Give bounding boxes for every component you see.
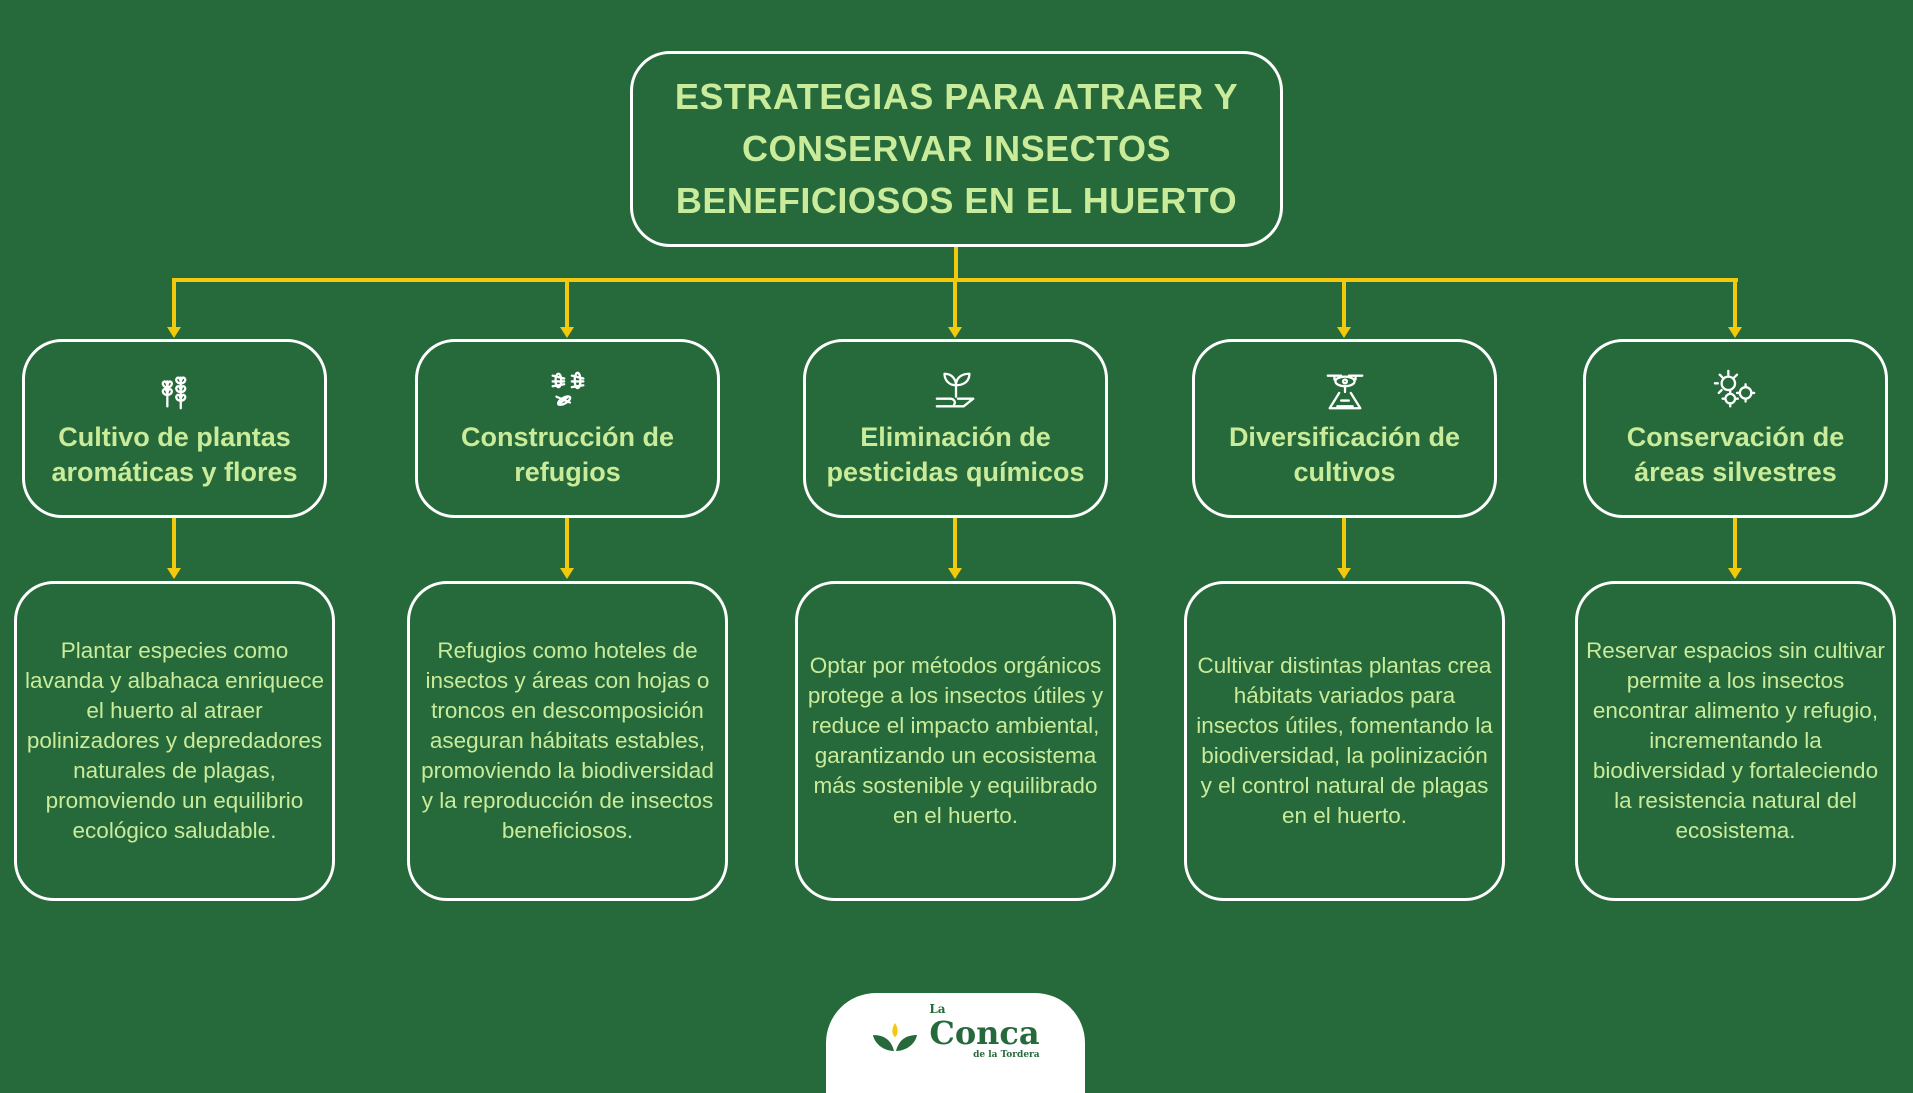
connector-down bbox=[565, 518, 569, 570]
arrow-head bbox=[167, 568, 181, 579]
strategy-description: Optar por métodos orgánicos protege a lo… bbox=[807, 653, 1104, 828]
strategy-description: Refugios como hoteles de insectos y área… bbox=[421, 638, 714, 843]
connector-down bbox=[172, 518, 176, 570]
logo-main-text: Conca bbox=[929, 1014, 1040, 1052]
strategy-heading-box: Cultivo de plantas aromáticas y flores bbox=[22, 339, 327, 518]
arrow-head bbox=[167, 327, 181, 338]
strategy-heading-box: Diversificación de cultivos bbox=[1192, 339, 1497, 518]
strategy-heading-box: Conservación de áreas silvestres bbox=[1583, 339, 1888, 518]
arrow-head bbox=[1337, 327, 1351, 338]
connector-down bbox=[953, 518, 957, 570]
strategy-heading: Eliminación de pesticidas químicos bbox=[826, 421, 1085, 487]
logo-wordmark: La Conca de la Tordera bbox=[929, 1003, 1039, 1061]
la-conca-logo: La Conca de la Tordera bbox=[826, 993, 1085, 1093]
strategy-heading: Diversificación de cultivos bbox=[1228, 421, 1461, 487]
main-title-box: ESTRATEGIAS PARA ATRAER Y CONSERVAR INSE… bbox=[630, 51, 1283, 247]
arrow-head bbox=[948, 327, 962, 338]
strategy-heading-box: Eliminación de pesticidas químicos bbox=[803, 339, 1108, 518]
herb-plants-icon bbox=[161, 375, 186, 409]
strategy-heading: Conservación de áreas silvestres bbox=[1626, 421, 1845, 487]
strategy-description: Plantar especies como lavanda y albahaca… bbox=[25, 638, 324, 843]
logo-top-text: La bbox=[929, 1002, 946, 1016]
connector-drop bbox=[172, 280, 176, 328]
connector-drop bbox=[1342, 280, 1346, 328]
leaf-sprout-icon bbox=[873, 1023, 918, 1051]
strategy-heading: Cultivo de plantas aromáticas y flores bbox=[51, 421, 298, 487]
strategy-heading: Construcción de refugios bbox=[460, 421, 675, 487]
main-title: ESTRATEGIAS PARA ATRAER Y CONSERVAR INSE… bbox=[674, 76, 1239, 221]
strategy-description-box: Optar por métodos orgánicos protege a lo… bbox=[795, 581, 1116, 901]
strategy-description-box: Cultivar distintas plantas crea hábitats… bbox=[1184, 581, 1505, 901]
arrow-head bbox=[1728, 568, 1742, 579]
sun-gears-icon bbox=[1713, 369, 1755, 407]
arrow-head bbox=[560, 327, 574, 338]
connector-drop bbox=[1733, 280, 1737, 328]
strategy-description-box: Refugios como hoteles de insectos y área… bbox=[407, 581, 728, 901]
strategy-description: Reservar espacios sin cultivar permite a… bbox=[1586, 638, 1885, 843]
insects-icon bbox=[551, 371, 584, 406]
strategy-description: Cultivar distintas plantas crea hábitats… bbox=[1196, 653, 1493, 828]
strategy-heading-box: Construcción de refugios bbox=[415, 339, 720, 518]
connector-drop bbox=[953, 280, 957, 328]
connector-down bbox=[1733, 518, 1737, 570]
strategy-description-box: Plantar especies como lavanda y albahaca… bbox=[14, 581, 335, 901]
arrow-head bbox=[1337, 568, 1351, 579]
arrow-head bbox=[948, 568, 962, 579]
strategy-description-box: Reservar espacios sin cultivar permite a… bbox=[1575, 581, 1896, 901]
connector-drop bbox=[565, 280, 569, 328]
logo-sub-text: de la Tordera bbox=[973, 1050, 1040, 1060]
arrow-head bbox=[1728, 327, 1742, 338]
connector-trunk bbox=[954, 247, 958, 280]
hand-sprout-icon bbox=[935, 372, 974, 407]
connector-down bbox=[1342, 518, 1346, 570]
drone-crop-icon bbox=[1326, 374, 1363, 409]
arrow-head bbox=[560, 568, 574, 579]
